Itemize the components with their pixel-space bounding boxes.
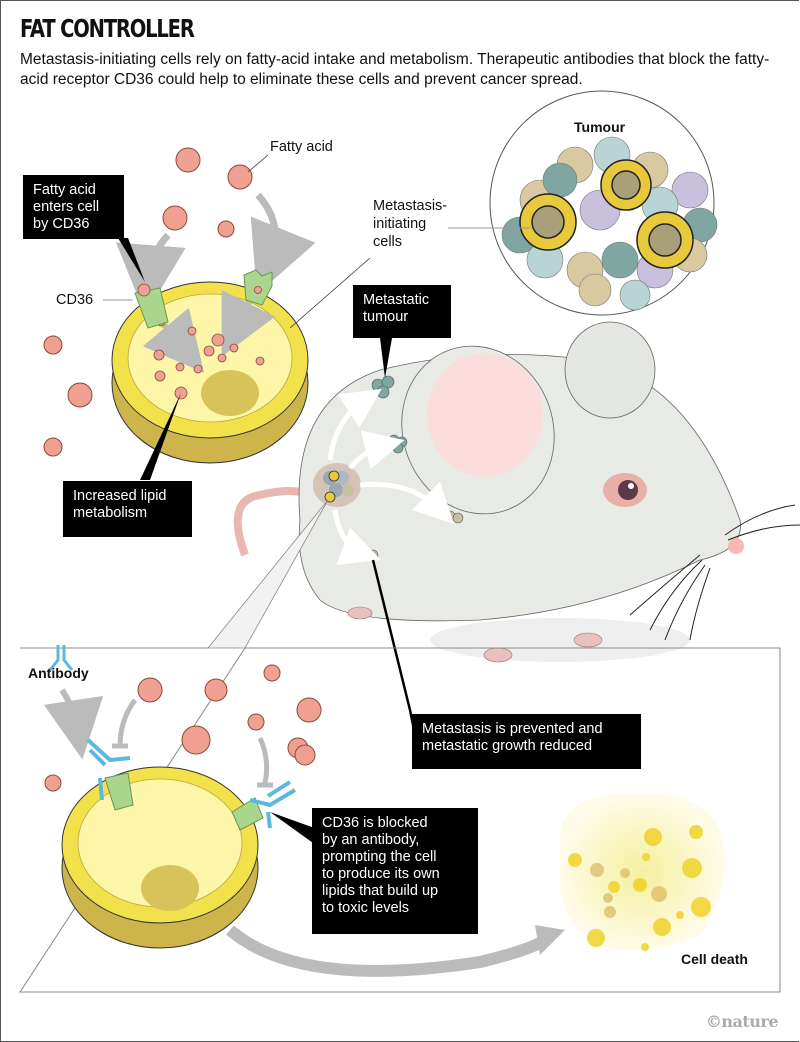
callout-metastasis-prevented: Metastasis is prevented and metastatic g… bbox=[412, 714, 641, 769]
cd36-label: CD36 bbox=[56, 292, 94, 308]
tumour-inset bbox=[448, 90, 718, 316]
callout-fatty-acid-enters: Fatty acid enters cell by CD36 bbox=[23, 175, 124, 239]
metastasis-initiating-cells bbox=[519, 159, 694, 269]
cell-death-label: Cell death bbox=[681, 951, 748, 967]
nature-credit: ©nature bbox=[705, 1012, 779, 1031]
primary-tumour bbox=[313, 463, 361, 507]
cd36-receptor-left bbox=[134, 283, 169, 329]
mouse bbox=[233, 321, 800, 711]
callout-increased-lipid-metabolism: Increased lipid metabolism bbox=[63, 481, 192, 537]
cd36-receptor-right bbox=[243, 269, 273, 306]
fatty-acid-particles bbox=[43, 147, 253, 457]
paws bbox=[347, 606, 603, 663]
tumour-cell-cluster bbox=[501, 136, 718, 311]
tumour-label: Tumour bbox=[574, 119, 626, 135]
fatty-acid-label: Fatty acid bbox=[270, 139, 333, 155]
callout-cd36-blocked: CD36 is blocked by an antibody, promptin… bbox=[312, 808, 478, 934]
bottom-panel bbox=[19, 645, 781, 993]
blocked-fatty-acid-particles bbox=[44, 664, 322, 792]
antibody-label: Antibody bbox=[28, 665, 89, 681]
figure-subtitle: Metastasis-initiating cells rely on fatt… bbox=[20, 51, 770, 88]
metastasis-initiating-cells-label: Metastasis- initiating cells bbox=[373, 198, 448, 250]
fatty-acid-cell-diagram bbox=[43, 147, 371, 480]
antibody-icon bbox=[48, 645, 74, 671]
figure-title: FAT CONTROLLER bbox=[20, 14, 195, 43]
whiskers bbox=[629, 504, 800, 641]
bound-antibodies bbox=[86, 738, 297, 829]
callout-metastatic-tumour: Metastatic tumour bbox=[353, 285, 451, 338]
dying-cell bbox=[559, 794, 725, 951]
